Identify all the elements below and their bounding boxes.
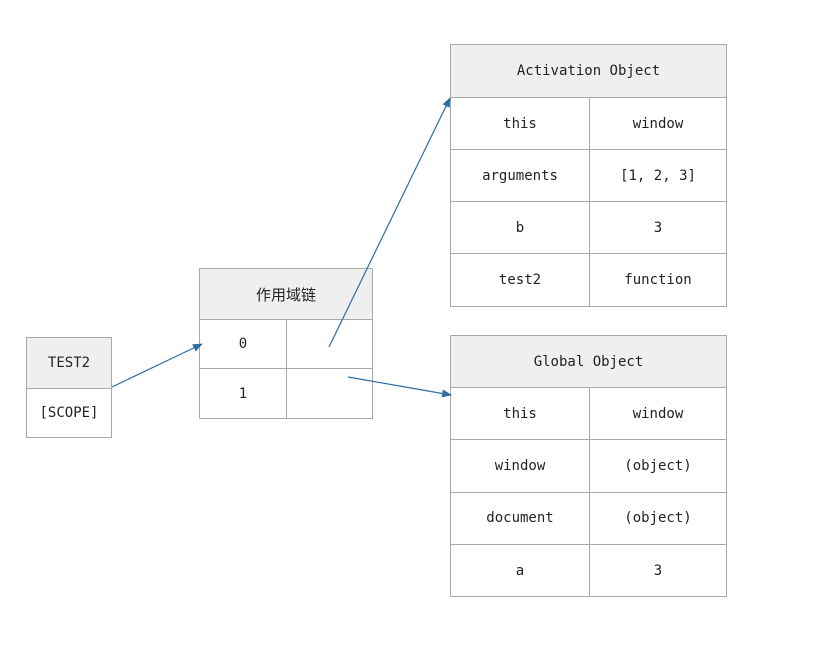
- activation-object-value: function: [624, 272, 692, 288]
- scope-chain-title: 作用域链: [200, 269, 372, 320]
- activation-object-row: b 3: [451, 202, 726, 254]
- scope-chain-row: 1: [200, 369, 372, 418]
- global-object-key: this: [451, 388, 590, 440]
- global-object-row: a 3: [451, 544, 726, 598]
- global-object-value: window: [632, 405, 684, 422]
- activation-object-key: this: [451, 98, 590, 149]
- global-object-key: document: [451, 492, 590, 544]
- activation-object-title: Activation Object: [451, 45, 726, 98]
- global-object-box: Global Object this window window (object…: [450, 335, 727, 598]
- global-object-row: window (object): [451, 440, 726, 493]
- activation-object-value: [1, 2, 3]: [620, 167, 696, 184]
- arrow-test2-to-scope-chain: [111, 343, 203, 388]
- activation-object-row: this window: [451, 98, 726, 150]
- scope-chain-index: 1: [200, 369, 287, 418]
- scope-chain-box: 作用域链 0 1: [199, 268, 373, 419]
- activation-object-row: arguments [1, 2, 3]: [451, 150, 726, 202]
- scope-chain-pointer: [287, 369, 372, 418]
- global-object-row: this window: [451, 388, 726, 441]
- global-object-value: (object): [624, 510, 692, 527]
- global-object-title: Global Object: [451, 336, 726, 388]
- test2-scope-label: [SCOPE]: [39, 405, 99, 421]
- global-object-value: (object): [624, 457, 692, 474]
- activation-object-value: window: [632, 115, 684, 132]
- activation-object-key: test2: [451, 254, 590, 306]
- global-object-key: a: [451, 544, 590, 598]
- global-object-row: document (object): [451, 492, 726, 545]
- scope-chain-index: 0: [200, 320, 287, 368]
- global-object-value: 3: [653, 563, 663, 580]
- scope-chain-row: 0: [200, 320, 372, 369]
- test2-title: TEST2: [27, 338, 111, 389]
- global-object-key: window: [451, 440, 590, 492]
- activation-object-key: arguments: [451, 150, 590, 201]
- activation-object-box: Activation Object this window arguments …: [450, 44, 727, 307]
- activation-object-row: test2 function: [451, 254, 726, 306]
- scope-chain-pointer: [287, 320, 372, 368]
- activation-object-key: b: [451, 202, 590, 253]
- test2-box: TEST2 [SCOPE]: [26, 337, 112, 438]
- activation-object-value: 3: [653, 219, 663, 236]
